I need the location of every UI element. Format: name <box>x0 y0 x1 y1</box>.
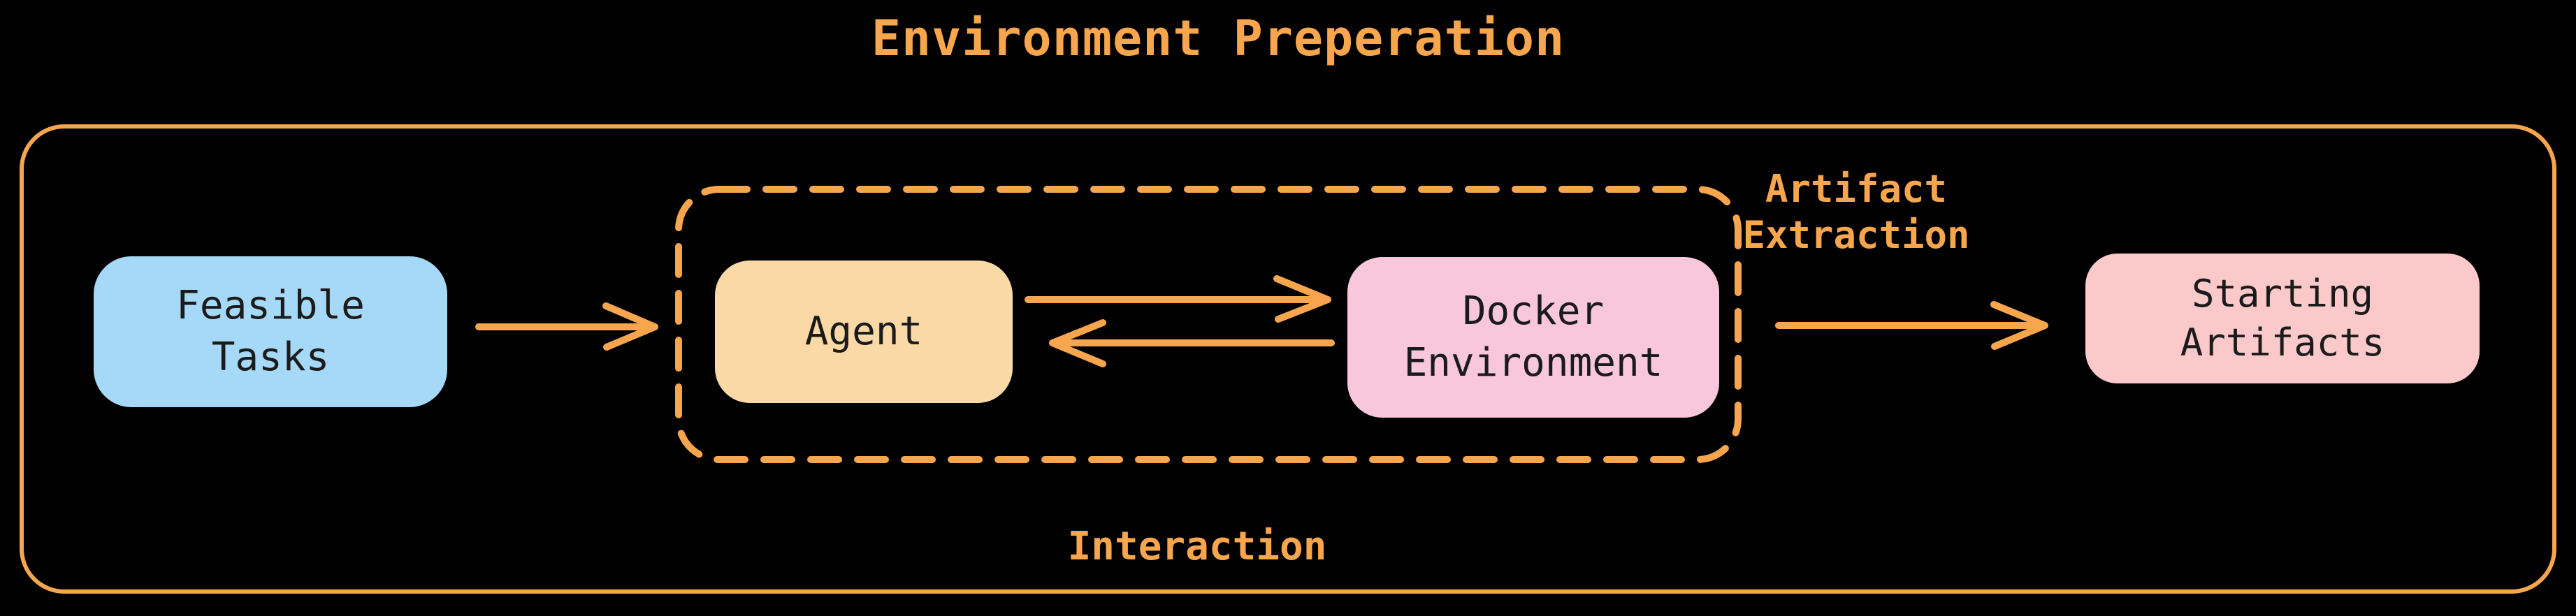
label-interaction: Interaction <box>1067 524 1327 569</box>
node-feasible-tasks: Feasible Tasks <box>94 256 447 407</box>
node-agent-label: Agent <box>804 309 923 354</box>
node-docker-environment-label-line2: Environment <box>1403 340 1663 386</box>
node-agent: Agent <box>715 261 1013 403</box>
node-starting-artifacts-label-line2: Artifacts <box>2180 321 2385 365</box>
label-artifact-extraction: Artifact Extraction <box>1681 166 2031 258</box>
node-starting-artifacts-label-line1: Starting <box>2191 272 2374 316</box>
outer-boundary-box <box>20 124 2556 594</box>
diagram-title: Environment Preperation <box>871 10 1565 67</box>
label-artifact-extraction-line1: Artifact <box>1765 167 1948 211</box>
node-starting-artifacts: Starting Artifacts <box>2085 254 2480 383</box>
node-feasible-tasks-label-line1: Feasible <box>176 283 365 328</box>
node-feasible-tasks-label-line2: Tasks <box>211 335 330 380</box>
node-docker-environment-label-line1: Docker <box>1462 288 1605 334</box>
node-docker-environment: Docker Environment <box>1347 257 1719 418</box>
label-artifact-extraction-line2: Extraction <box>1742 213 1970 257</box>
